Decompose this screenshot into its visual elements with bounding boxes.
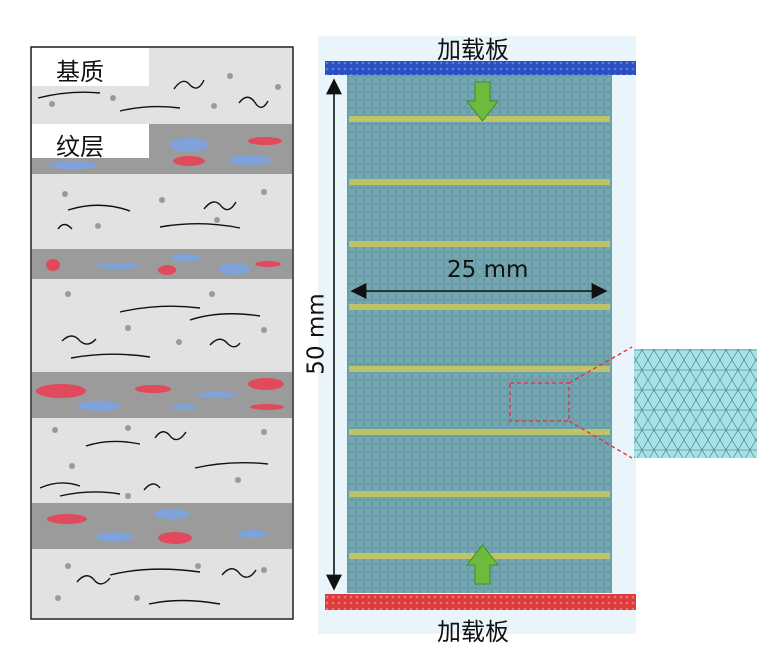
red-mineral: [248, 137, 282, 145]
top-plate-label: 加载板: [437, 36, 509, 64]
matrix-label-box: [32, 48, 149, 86]
lamina-label: 纹层: [56, 133, 104, 161]
lamina-band: [349, 491, 610, 497]
lamina-label-box: [32, 124, 149, 158]
red-mineral: [158, 532, 192, 544]
red-mineral: [255, 261, 281, 267]
right-panel: [318, 36, 757, 634]
blue-mineral: [154, 509, 190, 519]
specimen-body: [347, 75, 612, 593]
grain-dots: [49, 73, 281, 601]
organic-fragments: [37, 79, 269, 605]
blue-mineral: [237, 530, 267, 538]
lamina-band: [349, 179, 610, 185]
blue-mineral: [228, 155, 272, 165]
blue-mineral: [96, 263, 140, 269]
red-mineral: [47, 514, 87, 524]
width-label: 25 mm: [447, 257, 529, 283]
zoom-leader-line: [568, 420, 633, 459]
matrix-label: 基质: [56, 58, 104, 86]
blue-mineral: [171, 254, 201, 262]
height-label: 50 mm: [303, 293, 330, 375]
mesh-zoom-inset: [634, 349, 757, 458]
red-mineral: [173, 156, 205, 166]
red-mineral: [36, 384, 86, 398]
red-mineral: [46, 259, 60, 271]
zoom-leader-line: [568, 346, 633, 384]
bottom-loading-plate: [325, 594, 636, 610]
lamina-band: [349, 304, 610, 310]
blue-mineral: [196, 392, 238, 398]
lamina-band: [349, 116, 610, 122]
blue-mineral: [218, 263, 250, 275]
blue-mineral: [96, 532, 134, 542]
blue-mineral: [169, 138, 209, 152]
left-panel: [30, 46, 294, 620]
red-mineral: [250, 404, 284, 410]
lamina-band: [349, 429, 610, 435]
lamina-band: [349, 366, 610, 372]
lamina-band: [349, 241, 610, 247]
down-arrow-icon: [465, 81, 500, 122]
up-arrow-icon: [465, 544, 500, 585]
red-mineral: [135, 385, 171, 393]
blue-mineral: [172, 404, 196, 410]
lamina-layer: [32, 249, 292, 279]
top-loading-plate: [325, 61, 636, 75]
red-mineral: [248, 378, 284, 390]
zoom-region-marker: [509, 382, 570, 422]
bottom-plate-label: 加载板: [437, 618, 509, 646]
blue-mineral: [49, 161, 97, 169]
blue-mineral: [77, 401, 121, 411]
red-mineral: [158, 265, 176, 275]
